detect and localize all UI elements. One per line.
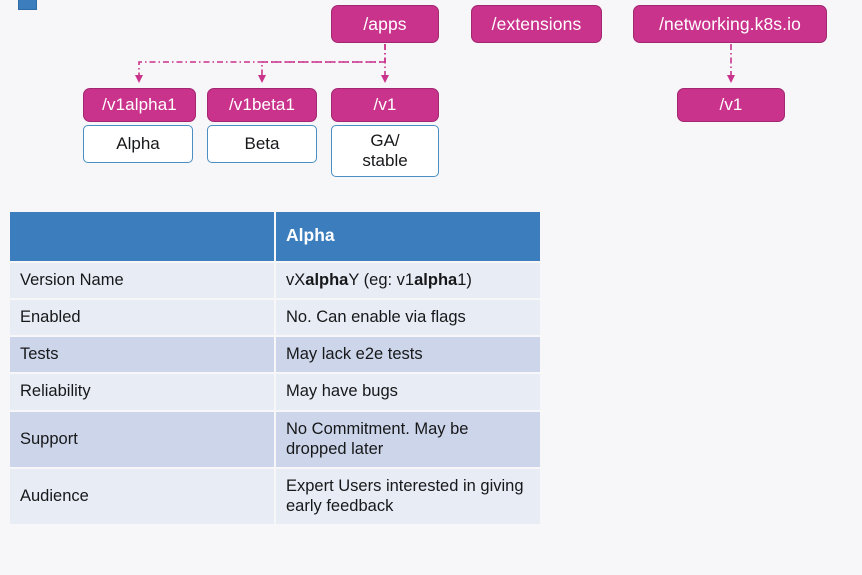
table-row: Support No Commitment. May be dropped la… <box>10 411 540 467</box>
stability-label-alpha: Alpha <box>83 125 193 163</box>
stability-label-ga-line1: GA/ <box>370 130 400 150</box>
table-row: Version Name vXalphaY (eg: v1alpha1) <box>10 263 540 299</box>
row-value-tests: May lack e2e tests <box>276 337 540 373</box>
row-label-version-name: Version Name <box>10 263 274 299</box>
table-header-blank <box>10 212 274 261</box>
stability-label-ga: GA/ stable <box>331 125 439 177</box>
row-label-enabled: Enabled <box>10 300 274 336</box>
row-label-tests: Tests <box>10 337 274 373</box>
row-label-reliability: Reliability <box>10 374 274 410</box>
row-value-audience: Expert Users interested in giving early … <box>276 468 540 524</box>
api-group-apps[interactable]: /apps <box>331 5 439 43</box>
row-label-support: Support <box>10 411 274 467</box>
blue-square-marker <box>18 0 37 10</box>
row-value-support: No Commitment. May be dropped later <box>276 411 540 467</box>
api-group-networking[interactable]: /networking.k8s.io <box>633 5 827 43</box>
stability-label-alpha-line1: Alpha <box>116 133 160 153</box>
row-value-version-name: vXalphaY (eg: v1alpha1) <box>276 263 540 299</box>
api-group-version-diagram: /apps /extensions /networking.k8s.io /v1… <box>0 0 862 200</box>
api-version-v1alpha1[interactable]: /v1alpha1 <box>83 88 196 122</box>
table-header-alpha: Alpha <box>276 212 540 261</box>
api-group-extensions[interactable]: /extensions <box>471 5 602 43</box>
stability-label-beta: Beta <box>207 125 317 163</box>
table-row: Tests May lack e2e tests <box>10 337 540 373</box>
table-row: Enabled No. Can enable via flags <box>10 300 540 336</box>
row-value-enabled: No. Can enable via flags <box>276 300 540 336</box>
alpha-version-properties-table: Alpha Version Name vXalphaY (eg: v1alpha… <box>8 210 542 526</box>
api-version-v1beta1[interactable]: /v1beta1 <box>207 88 317 122</box>
stability-label-ga-line2: stable <box>362 151 408 170</box>
row-label-audience: Audience <box>10 468 274 524</box>
table-row: Audience Expert Users interested in givi… <box>10 468 540 524</box>
api-version-v1-networking[interactable]: /v1 <box>677 88 785 122</box>
api-version-v1[interactable]: /v1 <box>331 88 439 122</box>
table-row: Reliability May have bugs <box>10 374 540 410</box>
table-header-row: Alpha <box>10 212 540 261</box>
stability-label-beta-line1: Beta <box>244 133 280 153</box>
row-value-reliability: May have bugs <box>276 374 540 410</box>
